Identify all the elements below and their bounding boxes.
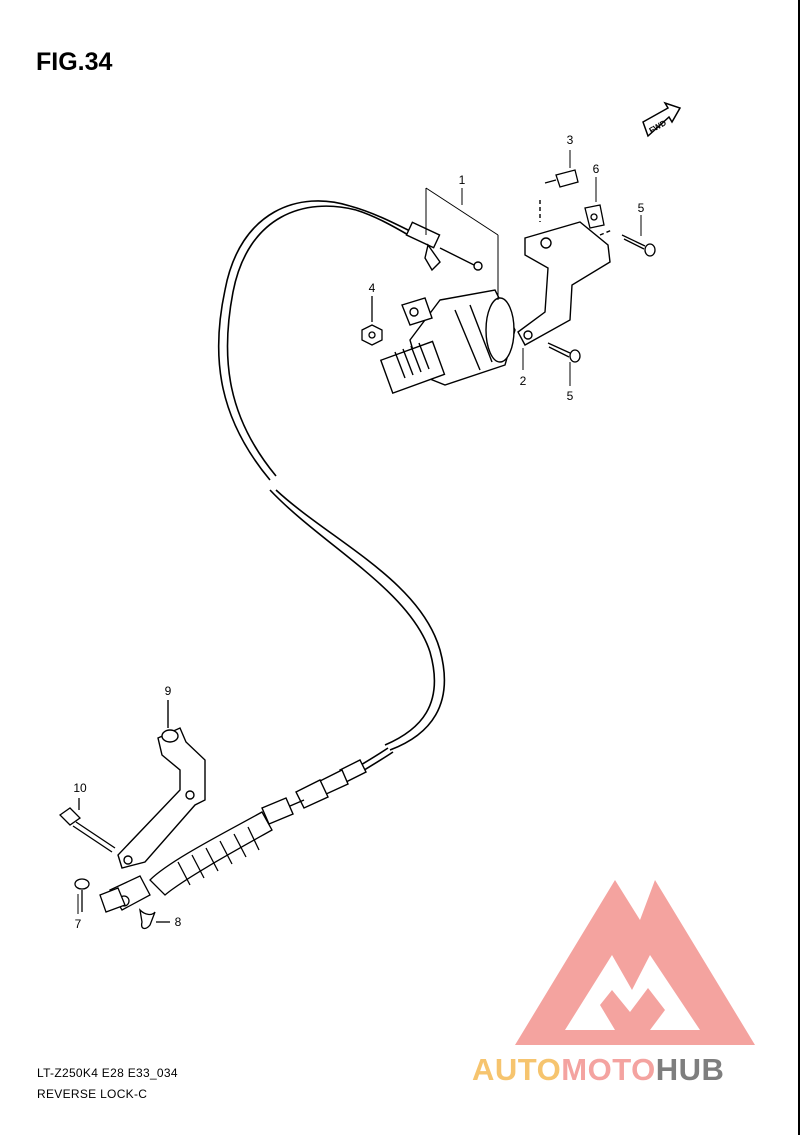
frame-border — [798, 0, 800, 1135]
bolt-part-3 — [544, 169, 579, 188]
callout-4: 4 — [368, 281, 376, 295]
figure-title: FIG.34 — [36, 48, 113, 76]
bolt-part-10 — [58, 798, 116, 853]
callout-2: 2 — [519, 374, 527, 388]
watermark-text: AUTOMOTOHUB — [472, 1052, 724, 1088]
callout-9: 9 — [164, 684, 172, 698]
screw-part-5-upper — [621, 234, 656, 257]
clevis-pin — [74, 878, 90, 912]
callout-6: 6 — [592, 162, 600, 176]
leader-lines — [77, 150, 642, 914]
cable-clevis — [99, 875, 151, 913]
callout-1: 1 — [458, 173, 466, 187]
section-name: REVERSE LOCK-C — [37, 1087, 148, 1101]
cable-end-fitting-upper — [405, 221, 483, 272]
model-code: LT-Z250K4 E28 E33_034 — [37, 1066, 178, 1080]
watermark-auto: AUTO — [472, 1052, 562, 1087]
cable-boot — [149, 811, 273, 896]
clip-nut — [584, 204, 605, 229]
watermark-moto: MOTO — [561, 1052, 656, 1087]
callout-7: 7 — [74, 917, 82, 931]
callout-10: 10 — [73, 781, 87, 795]
mounting-bracket — [517, 200, 613, 346]
reverse-lock-cable — [217, 200, 446, 780]
callout-3: 3 — [566, 133, 574, 147]
watermark-hub: HUB — [655, 1052, 725, 1087]
callout-8: 8 — [174, 915, 182, 929]
lever-bracket — [117, 700, 206, 869]
cotter-clip — [139, 908, 170, 930]
watermark-logo — [515, 880, 755, 1045]
reverse-lock-unit — [379, 289, 516, 395]
nut-part-4 — [361, 296, 383, 346]
callout-5-upper: 5 — [637, 201, 645, 215]
leader-part-1 — [425, 187, 499, 300]
screw-part-5-lower — [547, 342, 581, 363]
callout-5-lower: 5 — [566, 389, 574, 403]
fwd-arrow: FWD — [642, 101, 682, 138]
cable-adjuster — [261, 759, 367, 825]
